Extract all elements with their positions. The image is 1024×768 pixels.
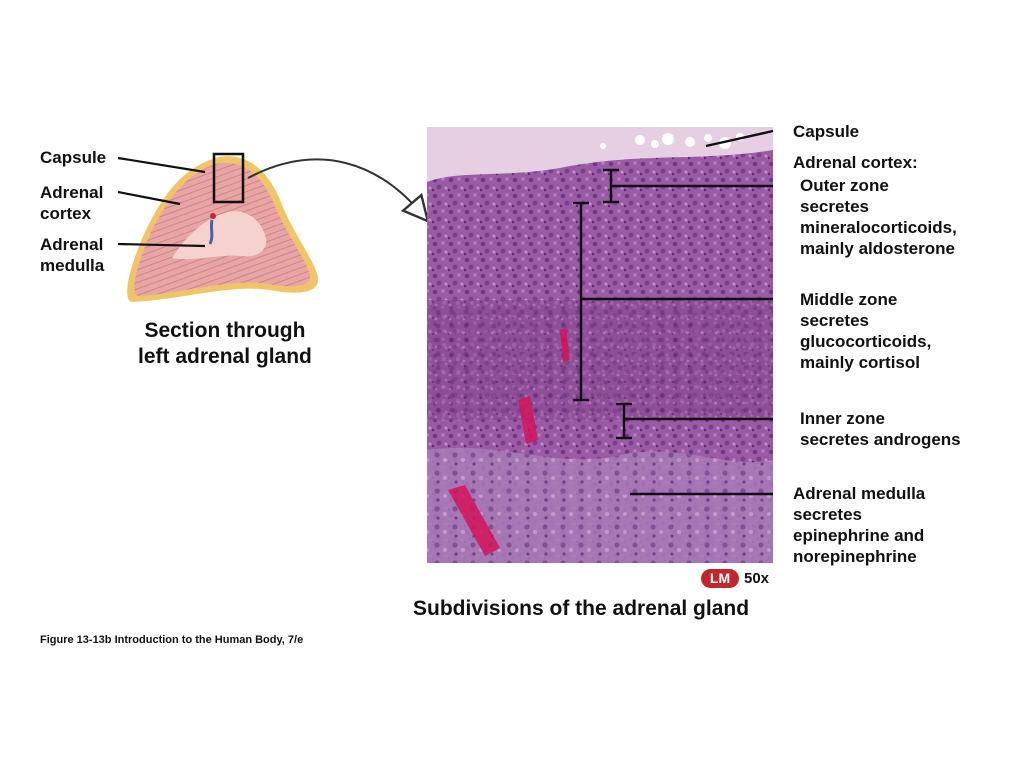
blood-vessels	[448, 328, 570, 556]
medulla-region	[427, 447, 773, 563]
label-adrenal-cortex-left: Adrenal cortex	[40, 183, 104, 223]
middle-zone-bracket	[573, 201, 773, 402]
figure-title: Subdivisions of the adrenal gland	[413, 597, 750, 620]
leader-capsule	[117, 156, 206, 174]
zoom-arrow	[247, 158, 420, 212]
medulla-layer	[172, 211, 267, 260]
label-adrenal-medulla-left: Adrenal medulla	[40, 235, 105, 275]
figure-caption: Figure 13-13b Introduction to the Human …	[40, 634, 304, 646]
inner-zone-bracket	[616, 402, 773, 440]
lm-badge: LM	[701, 569, 739, 588]
zoom-box	[212, 152, 245, 204]
caption-left-gland: Section through left adrenal gland	[138, 319, 312, 368]
leader-cortex	[117, 190, 181, 206]
label-adrenal-cortex-heading: Adrenal cortex:	[793, 153, 918, 172]
label-outer-zone: Outer zone secretes mineralocorticoids, …	[800, 176, 957, 258]
outer-zone-bracket	[603, 168, 773, 204]
label-capsule-left: Capsule	[40, 148, 107, 167]
leader-capsule-right	[705, 129, 774, 148]
label-adrenal-medulla-right: Adrenal medulla secretes epinephrine and…	[793, 484, 926, 566]
micrograph	[427, 127, 773, 563]
zona-reticularis-region	[427, 300, 773, 420]
adrenal-gland-illustration	[127, 152, 319, 302]
magnification-label: 50x	[744, 570, 770, 587]
central-vein-icon	[208, 219, 214, 245]
label-inner-zone: Inner zone secretes androgens	[800, 409, 961, 449]
leader-medulla	[117, 242, 206, 248]
label-capsule-right: Capsule	[793, 122, 860, 141]
label-middle-zone: Middle zone secretes glucocorticoids, ma…	[800, 290, 932, 372]
artery-icon	[210, 213, 216, 219]
